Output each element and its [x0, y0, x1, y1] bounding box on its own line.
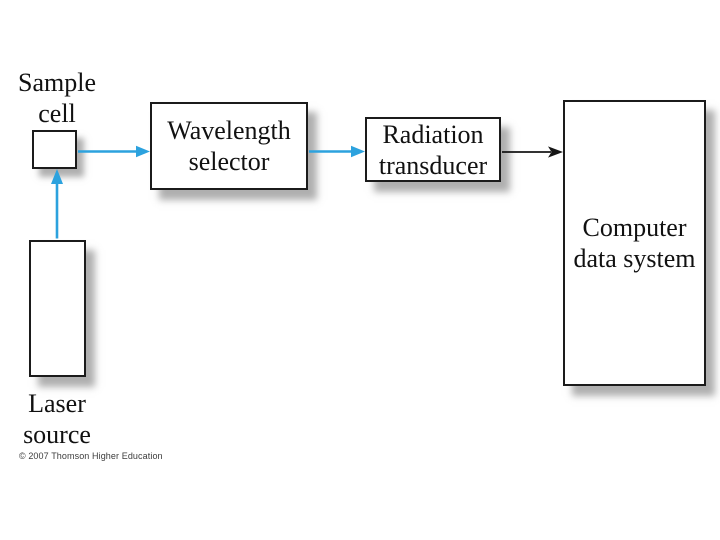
computer-data-system-label: Computer data system	[573, 213, 696, 273]
laser-source-box	[29, 240, 86, 377]
wavelength-selector-box: Wavelength selector	[150, 102, 308, 190]
arrow-sample-cell-to-wavelength-selector	[78, 145, 150, 158]
radiation-transducer-box: Radiation transducer	[365, 117, 501, 182]
copyright-text: © 2007 Thomson Higher Education	[19, 451, 163, 461]
radiation-transducer-label: Radiation transducer	[378, 119, 488, 180]
arrow-wavelength-selector-to-radiation-transducer	[309, 145, 365, 158]
sample-cell-label: Sample cell	[18, 68, 96, 128]
arrow-laser-to-sample-cell	[51, 169, 63, 239]
arrow-radiation-transducer-to-computer	[502, 146, 563, 158]
computer-data-system-box: Computer data system	[563, 100, 706, 386]
sample-cell-box	[32, 130, 77, 169]
laser-source-label: Laser source	[23, 389, 91, 449]
wavelength-selector-label: Wavelength selector	[167, 116, 291, 176]
